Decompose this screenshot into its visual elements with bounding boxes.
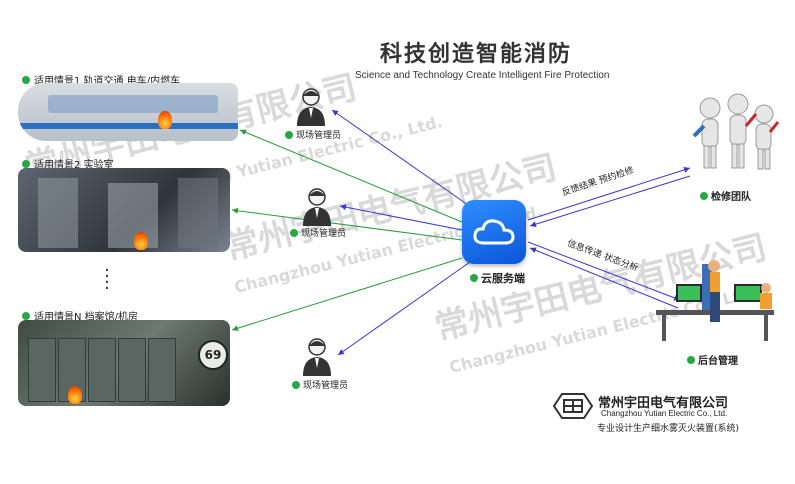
company-name-cn: 常州宇田电气有限公司 [598, 396, 729, 411]
arrow-cloud-to-manager-2 [339, 204, 463, 231]
train-stripe [18, 123, 238, 129]
manager-1 [294, 86, 328, 130]
manager-2-label: 现场管理员 [290, 226, 346, 239]
fire-icon [68, 386, 82, 404]
scenario-n-text: 适用情景N 档案馆/机房 [34, 312, 139, 323]
backend-label: 后台管理 [687, 352, 738, 367]
cloud-server-label: 云服务端 [470, 270, 525, 286]
archive-cabinet [88, 338, 116, 402]
archive-cabinet [28, 338, 56, 402]
manager-2 [300, 186, 334, 230]
lab-image [18, 168, 230, 252]
backend-workstation-icon [656, 260, 774, 341]
train-image [18, 83, 238, 141]
manager-avatar-icon [303, 188, 331, 226]
repair-team-figures [690, 92, 780, 186]
archive-cabinet [118, 338, 146, 402]
manager-3-text: 现场管理员 [303, 381, 349, 391]
more-scenarios-ellipsis: ···· [104, 260, 110, 299]
repair-team-label: 检修团队 [700, 188, 751, 203]
company-tagline: 专业设计生产细水雾灭火装置(系统) [597, 424, 740, 434]
arrow-cloud-to-backend [527, 241, 681, 301]
page-subtitle: Science and Technology Create Intelligen… [355, 70, 610, 81]
manager-1-dot [285, 130, 293, 139]
lab-equipment-center [108, 183, 158, 248]
arrow-backend-to-cloud [529, 247, 679, 309]
arrow-cloud-to-manager-1 [331, 109, 469, 206]
arrow-cloud-to-archive [231, 257, 463, 332]
archive-image: 69 [18, 320, 230, 406]
company-name-en: Changzhou Yutian Electric Co., Ltd. [601, 409, 728, 418]
train-windows [48, 95, 218, 113]
scenario-2-label: 适用情景2 实验室 [22, 156, 114, 171]
cloud-server-box [462, 200, 526, 264]
scenario-n-dot [22, 311, 30, 320]
manager-1-label: 现场管理员 [285, 128, 341, 141]
manager-3 [300, 336, 334, 380]
manager-avatar-icon [303, 338, 331, 376]
scenario-2-text: 适用情景2 实验室 [34, 160, 114, 171]
fire-icon [158, 111, 172, 129]
scenario-1-label: 适用情景1 轨道交通 电车/内燃车 [22, 72, 180, 87]
manager-2-text: 现场管理员 [301, 229, 347, 239]
archive-cabinet [148, 338, 176, 402]
scenario-1-dot [22, 75, 30, 84]
scenario-2-dot [22, 159, 30, 168]
scenario-n-label: 适用情景N 档案馆/机房 [22, 308, 138, 323]
backend-workstation [656, 258, 776, 346]
manager-3-label: 现场管理员 [292, 378, 348, 391]
backend-dot [687, 355, 695, 364]
cloud-icon [473, 219, 515, 245]
cloud-server-text: 云服务端 [481, 272, 525, 285]
manager-1-text: 现场管理员 [296, 131, 342, 141]
manager-2-dot [290, 228, 298, 237]
repair-team-text: 检修团队 [711, 192, 751, 203]
repair-team-dot [700, 191, 708, 200]
arrow-cloud-to-lab [231, 207, 463, 241]
arrow-cloud-to-repair [527, 166, 691, 221]
cloud-server-dot [470, 274, 478, 282]
lab-equipment-right [178, 178, 218, 248]
scenario-1-text: 适用情景1 轨道交通 电车/内燃车 [34, 76, 181, 87]
manager-3-dot [292, 380, 300, 389]
arrow-cloud-to-train [239, 129, 463, 223]
lab-equipment-left [38, 178, 78, 248]
arrow-repair-to-cloud [529, 175, 691, 228]
page-title: 科技创造智能消防 [380, 42, 573, 67]
fire-icon [134, 232, 148, 250]
manager-avatar-icon [297, 88, 325, 126]
arrow-cloud-to-manager-3 [337, 261, 471, 356]
company-logo-icon [552, 393, 594, 419]
repair-team-icon [692, 93, 780, 170]
backend-text: 后台管理 [698, 356, 738, 367]
archive-number-badge: 69 [198, 340, 228, 370]
